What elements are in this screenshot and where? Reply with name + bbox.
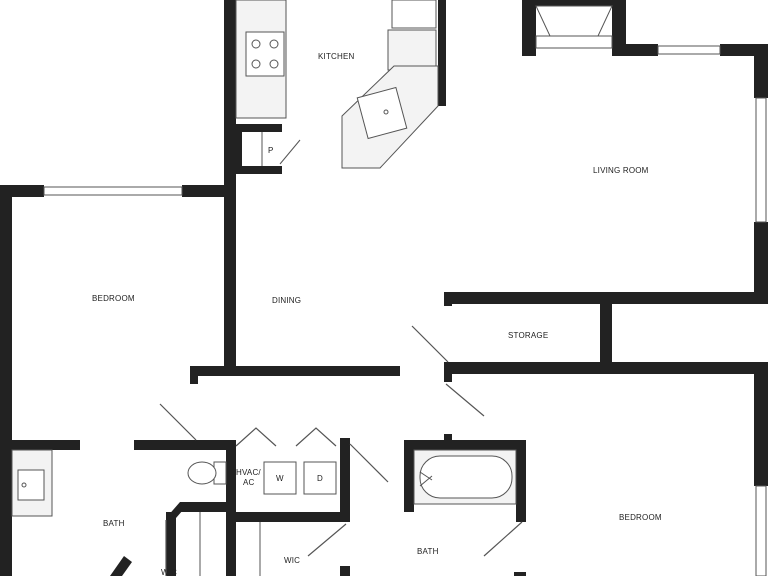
wall-living-top <box>612 44 658 56</box>
wall-pantry-bottom <box>236 166 282 174</box>
door-bath-left <box>159 403 197 441</box>
refrigerator <box>391 0 437 29</box>
wall-pantry-left <box>236 124 242 174</box>
wall-fireplace-left <box>522 0 536 56</box>
door-laundry-left <box>235 427 277 447</box>
label-dryer: D <box>317 474 323 483</box>
bathtub-basin-icon <box>419 455 513 499</box>
faucet-icon <box>21 482 27 488</box>
wall-bath-left-top2 <box>134 440 236 450</box>
wall-storage-bottom <box>444 362 768 374</box>
wall-living-right-lower <box>754 222 768 304</box>
washer <box>263 461 297 495</box>
door-bath-right <box>483 521 523 557</box>
kitchen-sink-icon <box>356 86 408 140</box>
faucet-icon <box>383 109 389 115</box>
label-washer: W <box>276 474 284 483</box>
wall-wic-left <box>166 512 176 576</box>
window-living-right <box>755 97 767 223</box>
window-bedroom-right <box>755 485 767 576</box>
wall-bottom-diagonal <box>110 556 132 576</box>
wall-storage-right <box>600 292 612 372</box>
wall-bedroom-right-right <box>754 374 768 486</box>
burner-icon <box>269 59 279 69</box>
windows <box>43 35 767 576</box>
window-fireplace <box>535 35 613 49</box>
label-kitchen: KITCHEN <box>318 52 355 61</box>
kitchen-fixtures <box>235 0 439 169</box>
wall-bath-left-right <box>226 440 236 576</box>
burner-icon <box>269 39 279 49</box>
wall-closet-right-bottom <box>340 566 350 576</box>
wall-kitchen-right <box>438 0 446 106</box>
door-laundry-right <box>295 427 337 447</box>
label-bath-left: BATH <box>103 519 125 528</box>
wall-pantry-top <box>236 124 282 132</box>
burner-icon <box>251 59 261 69</box>
bathtub-faucet-icon <box>419 475 433 487</box>
wall-dining-stub <box>190 366 198 384</box>
pantry-door <box>279 139 301 165</box>
wall-storage-left-stub <box>444 362 452 382</box>
doors <box>159 325 523 576</box>
label-hvac-line1: HVAC/ <box>236 468 261 477</box>
toilet-bowl-icon <box>187 461 217 485</box>
burner-icon <box>251 39 261 49</box>
label-wic-center: WIC <box>284 556 300 565</box>
label-living-room: LIVING ROOM <box>593 166 649 175</box>
wall-bath-right-stub <box>444 434 452 444</box>
room-labels: KITCHEN LIVING ROOM P BEDROOM DINING STO… <box>92 52 662 576</box>
door-hall <box>445 383 485 417</box>
window-bedroom <box>43 186 183 196</box>
wall-bedroom-top-right <box>182 185 236 197</box>
wall-closet-right <box>340 438 350 522</box>
wall-living-right <box>754 44 768 98</box>
closet-shelves <box>199 512 261 576</box>
door-wic-center <box>307 523 347 557</box>
label-bedroom-right: BEDROOM <box>619 513 662 522</box>
wall-storage-stub <box>444 292 452 306</box>
label-bedroom-left: BEDROOM <box>92 294 135 303</box>
label-hvac-line2: AC <box>243 478 255 487</box>
wall-bath-right-top <box>404 440 526 450</box>
wall-bedroom-left <box>0 185 12 576</box>
wall-bath-right-right <box>516 440 526 522</box>
wall-bottom-stub <box>514 572 526 576</box>
bathtub-faucet-icon <box>419 471 433 481</box>
door-closet <box>349 443 389 483</box>
wall-wic-top <box>180 502 226 512</box>
wall-bath-right-left <box>404 440 414 512</box>
wall-closet-top <box>236 512 348 522</box>
wall-fireplace-right <box>612 0 626 56</box>
range <box>245 31 285 77</box>
label-storage: STORAGE <box>508 331 548 340</box>
label-wic-left: WIC <box>161 568 177 576</box>
wall-wic-corner <box>166 502 190 518</box>
label-dining: DINING <box>272 296 301 305</box>
wall-dining-bottom <box>190 366 400 376</box>
dryer <box>303 461 337 495</box>
wall-bath-left-top <box>12 440 80 450</box>
laundry <box>263 461 337 495</box>
window-living-top <box>657 45 721 55</box>
door-dining <box>411 325 449 363</box>
bath-left-fixtures <box>11 449 227 517</box>
bath-right-fixtures <box>413 449 517 505</box>
label-bath-right: BATH <box>417 547 439 556</box>
label-pantry: P <box>268 146 273 155</box>
fireplace <box>535 5 613 37</box>
wall-fireplace-top <box>536 0 626 6</box>
upper-counter <box>387 29 437 71</box>
